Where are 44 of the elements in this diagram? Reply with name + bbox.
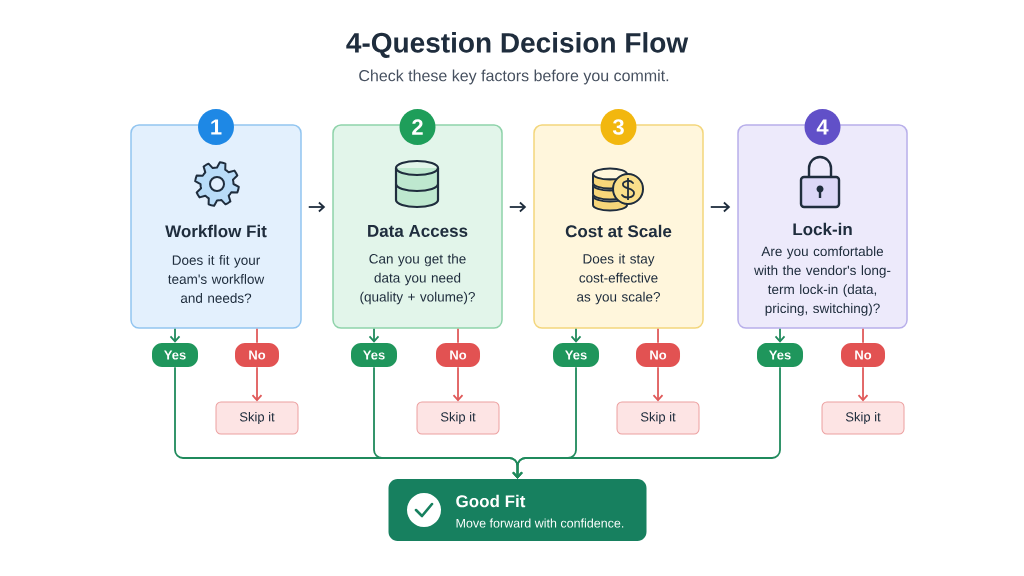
arrow [368, 327, 380, 343]
no-pill: No [636, 343, 680, 367]
number-badge: 4 [804, 109, 841, 145]
card-heading: Lock-in [793, 222, 852, 236]
number-badge: 3 [600, 109, 637, 145]
arrow [307, 201, 326, 213]
skip-box: Skip it [215, 401, 299, 435]
card-heading: Workflow Fit [165, 224, 267, 238]
arrow [508, 201, 527, 213]
arrow [452, 366, 464, 402]
arrow [169, 327, 181, 343]
card-description: Does it stay cost-effective as you scale? [577, 253, 660, 305]
card-heading: Data Access [368, 225, 468, 237]
arrow [709, 201, 731, 213]
no-pill: No [436, 343, 480, 367]
skip-box: Skip it [416, 401, 500, 435]
number-badge: 1 [198, 109, 234, 145]
card-description: Can you get the data you need (quality + volume)? [360, 253, 475, 305]
connector-line [457, 327, 459, 344]
arrow [512, 366, 781, 479]
subtitle: Check these key factors before you commit. [359, 69, 669, 85]
number-badge: 2 [399, 109, 436, 145]
card-description: Are you comfortable with the vendor's long-term lock-in (data, pricing, switching)? [754, 246, 891, 316]
yes-pill: Yes [152, 343, 198, 367]
arrow [652, 366, 664, 402]
arrow [774, 327, 786, 343]
yes-pill: Yes [351, 343, 397, 367]
result-description: Move forward with confidence. [456, 518, 624, 528]
title: 4-Question Decision Flow [346, 32, 689, 58]
skip-box: Skip it [616, 401, 700, 435]
arrow [857, 366, 869, 402]
skip-box: Skip it [821, 401, 905, 435]
no-pill: No [235, 343, 279, 367]
connector-line [657, 327, 659, 344]
connector-line [256, 327, 258, 344]
no-pill: No [841, 343, 885, 367]
arrow [251, 366, 263, 402]
arrow [570, 327, 582, 343]
yes-pill: Yes [553, 343, 599, 367]
card-description: Does it fit your team's workflow and needs? [168, 255, 265, 303]
connector-line [862, 327, 864, 344]
result-heading: Good Fit [456, 494, 526, 508]
yes-pill: Yes [757, 343, 803, 367]
card-heading: Cost at Scale [565, 224, 672, 238]
